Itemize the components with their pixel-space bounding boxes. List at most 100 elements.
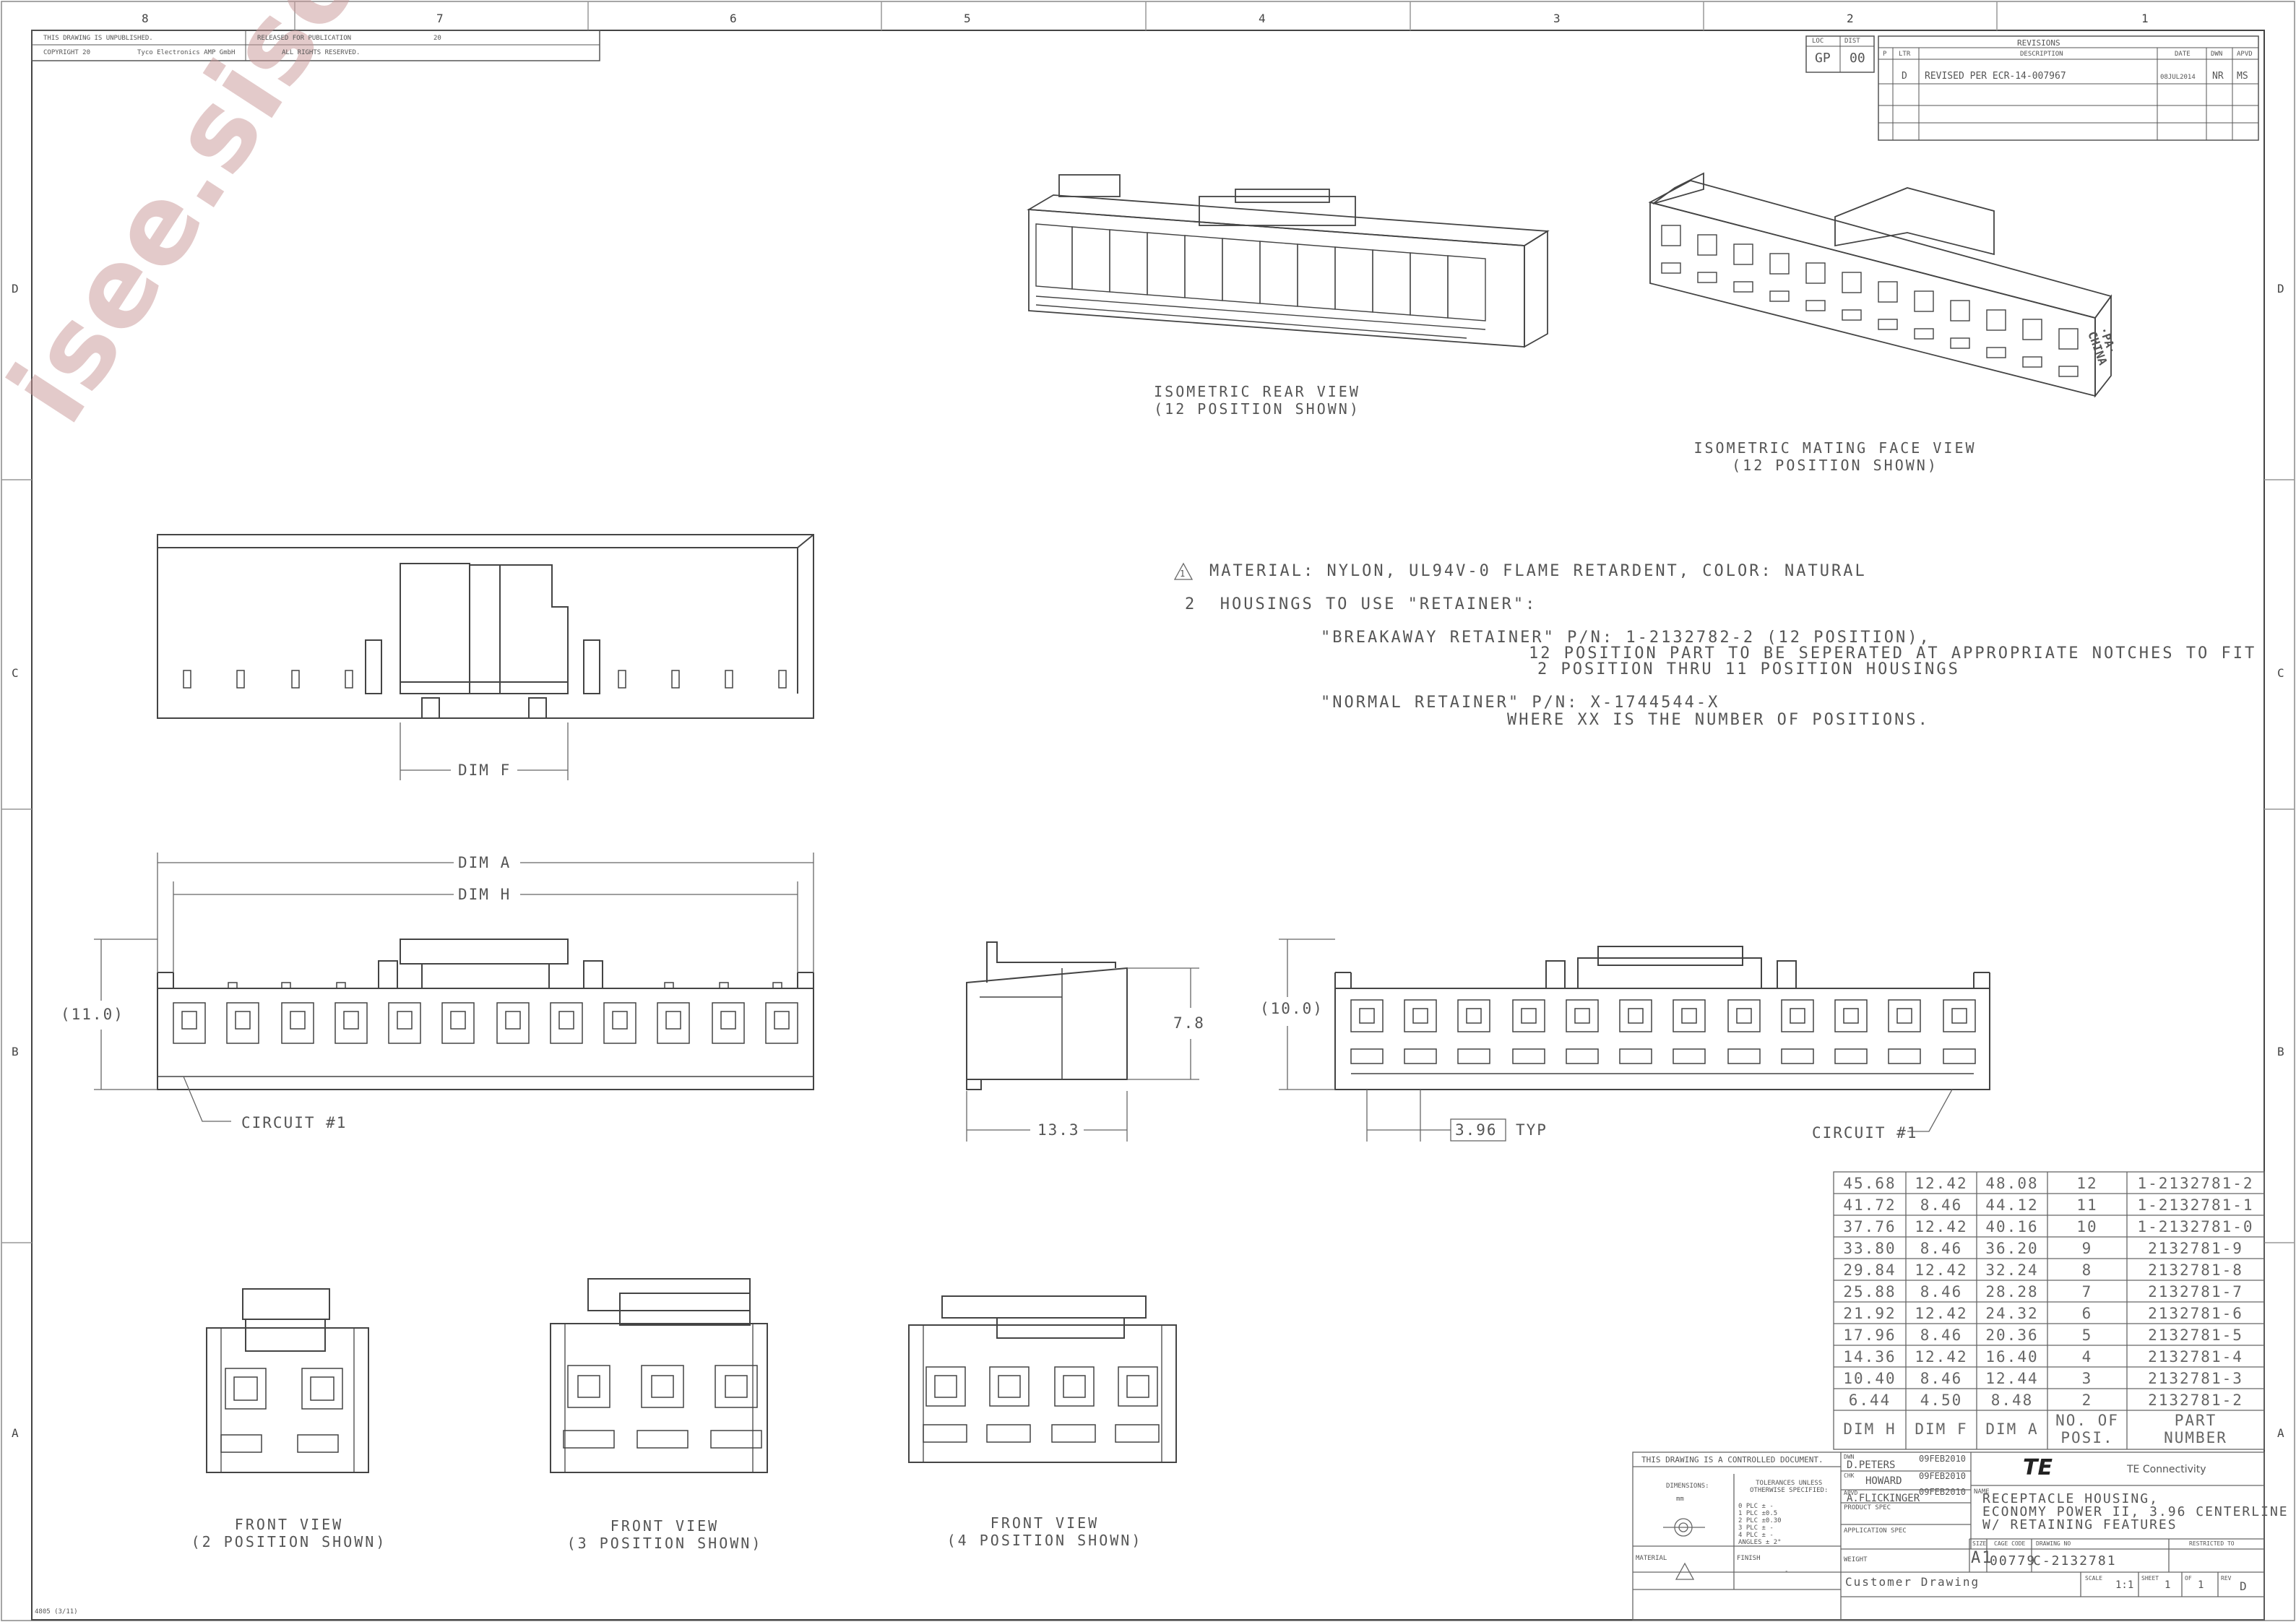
dwn-name: D.PETERS [1847, 1459, 1896, 1471]
table-cell: 37.76 [1843, 1218, 1896, 1235]
mating-face-12 [1334, 946, 1990, 1090]
drawing-no-label: DRAWING NO [2036, 1540, 2071, 1547]
dist-value: 00 [1850, 51, 1865, 66]
table-cell: 8.46 [1920, 1370, 1963, 1387]
te-logo: TE [2023, 1455, 2053, 1480]
revisions-title: REVISIONS [2017, 38, 2060, 48]
unpublished-notice: THIS DRAWING IS UNPUBLISHED. [43, 35, 153, 42]
table-cell: 33.80 [1843, 1240, 1896, 1257]
top-view [157, 534, 814, 719]
rev-row-date: 08JUL2014 [2160, 74, 2196, 81]
sheet-value: 1 [2165, 1579, 2171, 1591]
table-cell: 1-2132781-2 [2137, 1175, 2254, 1192]
name-line-1: RECEPTACLE HOUSING, [1982, 1491, 2159, 1506]
note-2b: 12 POSITION PART TO BE SEPERATED AT APPR… [1529, 644, 2257, 663]
drawing-no: C-2132781 [2033, 1553, 2117, 1569]
note-2: 2 HOUSINGS TO USE "RETAINER": [1185, 595, 1537, 613]
title-block-grid [1173, 562, 2265, 1621]
dist-label: DIST [1844, 38, 1860, 45]
zone-col-8: 8 [142, 12, 149, 25]
released-year: 20 [433, 35, 441, 42]
table-cell: 2 [2081, 1392, 2093, 1409]
name-label: NAME [1974, 1488, 1990, 1496]
front-view-2 [206, 1288, 369, 1473]
table-header: DIM F [1915, 1420, 1968, 1438]
zone-row-c: C [12, 666, 19, 680]
side-view [966, 941, 1128, 1090]
dimension-table-grid [1833, 1171, 2265, 1450]
front-view-12 [157, 939, 814, 1090]
table-cell: 2132781-5 [2148, 1326, 2243, 1344]
table-cell: 12.44 [1985, 1370, 2039, 1387]
appvd-label: APVD [1844, 1490, 1858, 1496]
zone-row-d-right: D [2277, 282, 2284, 296]
chk-date: 09FEB2010 [1919, 1471, 1967, 1481]
table-header: PART NUMBER [2164, 1412, 2227, 1446]
note-1: MATERIAL: NYLON, UL94V-0 FLAME RETARDENT… [1209, 562, 1867, 580]
released-publication: RELEASED FOR PUBLICATION [257, 35, 352, 42]
zone-col-5: 5 [964, 12, 971, 25]
table-cell: 17.96 [1843, 1326, 1896, 1344]
chk-name: HOWARD [1865, 1475, 1902, 1487]
sheet-label: SHEET [2141, 1575, 2159, 1582]
table-cell: 8.48 [1990, 1392, 2034, 1409]
table-cell: 2132781-9 [2148, 1240, 2243, 1257]
table-cell: 2132781-8 [2148, 1261, 2243, 1279]
rev-row-dwn: NR [2212, 71, 2224, 82]
rights-reserved: ALL RIGHTS RESERVED. [282, 49, 361, 56]
isometric-mating-face-view [1648, 172, 2112, 398]
dim-7-8-label: 7.8 [1173, 1014, 1205, 1032]
table-header: DIM A [1985, 1420, 2039, 1438]
front-view-3 [550, 1278, 768, 1473]
rev-header-dwn: DWN [2211, 51, 2223, 58]
table-cell: 10.40 [1843, 1370, 1896, 1387]
rev-header-date: DATE [2175, 51, 2191, 58]
table-cell: 2132781-3 [2148, 1370, 2243, 1387]
zone-col-7: 7 [436, 12, 444, 25]
rev-value: D [2240, 1579, 2247, 1593]
name-line-3: W/ RETAINING FEATURES [1982, 1517, 2178, 1532]
zone-col-4: 4 [1259, 12, 1266, 25]
table-cell: 3 [2081, 1370, 2093, 1387]
table-header: DIM H [1843, 1420, 1896, 1438]
caption-front-2: FRONT VIEW (2 POSITION SHOWN) [191, 1516, 387, 1550]
note-2e: WHERE XX IS THE NUMBER OF POSITIONS. [1507, 711, 1930, 729]
table-header: NO. OF POSI. [2055, 1412, 2119, 1446]
table-cell: 4 [2081, 1348, 2093, 1366]
dim-typ-label: TYP [1516, 1121, 1548, 1139]
table-cell: 2132781-4 [2148, 1348, 2243, 1366]
table-cell: 21.92 [1843, 1305, 1896, 1322]
company-header: Tyco Electronics AMP GmbH [137, 49, 236, 56]
dim-f-label: DIM F [458, 762, 512, 779]
table-cell: 6.44 [1848, 1392, 1891, 1409]
table-cell: 1-2132781-0 [2137, 1218, 2254, 1235]
form-id: 4805 (3/11) [35, 1608, 78, 1615]
chk-label: CHK [1844, 1472, 1855, 1479]
table-cell: 12.42 [1915, 1261, 1968, 1279]
table-cell: 8.46 [1920, 1240, 1963, 1257]
table-cell: 12 [2076, 1175, 2098, 1192]
table-cell: 28.28 [1985, 1283, 2039, 1300]
application-spec: APPLICATION SPEC [1844, 1527, 1907, 1535]
tolerance-line: 3 PLC ± - [1738, 1524, 1774, 1532]
table-cell: 4.50 [1920, 1392, 1963, 1409]
controlled-document: THIS DRAWING IS A CONTROLLED DOCUMENT. [1641, 1455, 1824, 1464]
of-value: 1 [2198, 1579, 2204, 1591]
finish-dash: - [1784, 1568, 1789, 1575]
product-spec: PRODUCT SPEC [1844, 1504, 1891, 1511]
size-label: SIZE [1972, 1540, 1987, 1547]
table-cell: 48.08 [1985, 1175, 2039, 1192]
table-cell: 8.46 [1920, 1326, 1963, 1344]
finish-label: FINISH [1737, 1555, 1761, 1562]
table-cell: 2132781-7 [2148, 1283, 2243, 1300]
table-cell: 8.46 [1920, 1196, 1963, 1214]
cage-value: 00779 [1990, 1553, 2037, 1569]
loc-value: GP [1815, 51, 1831, 66]
table-cell: 12.42 [1915, 1218, 1968, 1235]
table-cell: 24.32 [1985, 1305, 2039, 1322]
cage-label: CAGE CODE [1994, 1540, 2026, 1547]
zone-row-c-right: C [2277, 666, 2284, 680]
table-cell: 41.72 [1843, 1196, 1896, 1214]
weight: WEIGHT [1844, 1556, 1868, 1563]
rev-header-p: P [1883, 51, 1887, 58]
